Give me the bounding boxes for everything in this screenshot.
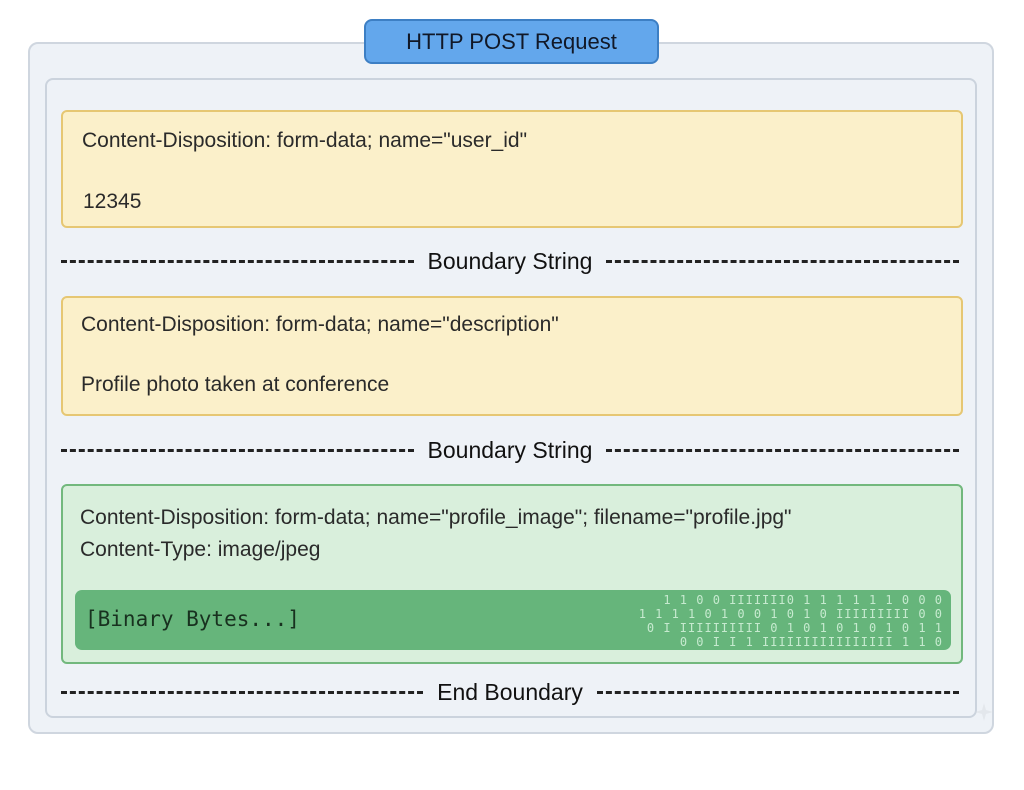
user-id-value: 12345 xyxy=(83,190,142,213)
boundary-label-2: Boundary String xyxy=(427,436,593,463)
boundary-dash xyxy=(606,259,959,263)
boundary-dash xyxy=(61,259,414,263)
description-value: Profile photo taken at conference xyxy=(81,373,390,396)
boundary-line-2: Boundary String xyxy=(61,435,959,465)
boundary-dash xyxy=(606,448,959,452)
boundary-dash xyxy=(61,448,414,452)
binary-bytes-label: [Binary Bytes...] xyxy=(85,607,300,631)
binary-stream-decoration: 1 1 0 0 IIIIIII0 1 1 1 1 1 1 0 0 0 1 1 1… xyxy=(639,593,943,649)
boundary-label-1: Boundary String xyxy=(427,247,593,274)
form-part-user-id: Content-Disposition: form-data; name="us… xyxy=(61,110,963,228)
end-boundary-line: End Boundary xyxy=(61,677,959,707)
boundary-line-1: Boundary String xyxy=(61,246,959,276)
user-id-header: Content-Disposition: form-data; name="us… xyxy=(82,129,528,152)
boundary-dash xyxy=(596,690,959,694)
profile-image-content-type: Content-Type: image/jpeg xyxy=(80,538,321,561)
binary-stream-line: 1 1 1 1 0 1 0 0 1 0 1 0 IIIIIIIII 0 0 xyxy=(638,607,943,621)
profile-image-header: Content-Disposition: form-data; name="pr… xyxy=(80,506,792,529)
form-part-description: Content-Disposition: form-data; name="de… xyxy=(61,296,963,416)
boundary-dash xyxy=(61,690,424,694)
description-header: Content-Disposition: form-data; name="de… xyxy=(81,313,559,336)
end-boundary-label: End Boundary xyxy=(437,678,583,705)
request-title: HTTP POST Request xyxy=(364,19,659,64)
sparkle-icon xyxy=(975,703,993,721)
binary-bytes-bar: [Binary Bytes...] 1 1 0 0 IIIIIII0 1 1 1… xyxy=(75,590,951,650)
binary-stream-line: 1 1 0 0 IIIIIII0 1 1 1 1 1 1 0 0 0 xyxy=(663,593,943,607)
binary-stream-line: 0 I IIIIIIIIII 0 1 0 1 0 1 0 1 0 1 1 xyxy=(646,621,943,635)
binary-stream-line: 0 0 I I 1 IIIIIIIIIIIIIIII 1 1 0 xyxy=(679,635,943,649)
form-part-profile-image: Content-Disposition: form-data; name="pr… xyxy=(61,484,963,664)
